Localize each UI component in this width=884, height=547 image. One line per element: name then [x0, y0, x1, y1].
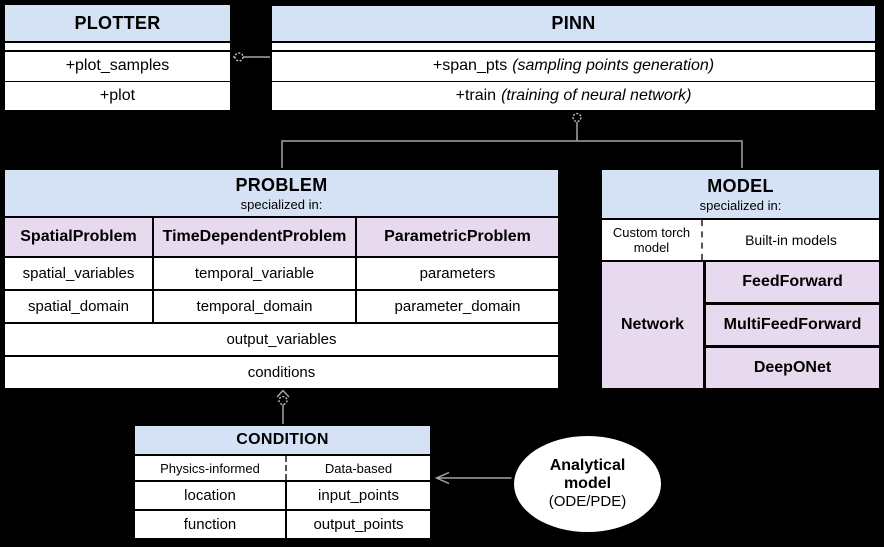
connection-point-icon — [234, 52, 244, 62]
attr-output-variables: output_variables — [5, 322, 558, 355]
model-implementations-grid: Network FeedForward MultiFeedForward Dee… — [602, 260, 879, 388]
analytical-line-3: (ODE/PDE) — [548, 493, 627, 510]
pinn-method-span-pts: +span_pts (sampling points generation) — [272, 52, 875, 81]
method-name: +span_pts — [432, 57, 508, 75]
condition-row-2: function output_points — [135, 509, 430, 538]
attr-input-points: input_points — [285, 482, 430, 509]
model-kind-row: Custom torch model Built-in models — [602, 218, 879, 260]
plotter-attributes-compartment — [5, 41, 230, 52]
analytical-line-1: Analytical — [549, 457, 626, 475]
method-name: +train — [455, 86, 497, 104]
condition-physics-informed-label: Physics-informed — [160, 460, 260, 476]
subclass-parametric-problem: ParametricProblem — [355, 218, 558, 256]
problem-header: PROBLEM specialized in: — [5, 170, 558, 216]
problem-title: PROBLEM — [235, 174, 328, 195]
attr-conditions: conditions — [5, 355, 558, 388]
condition-data-based-label: Data-based — [285, 456, 430, 480]
plotter-title: PLOTTER — [5, 5, 230, 41]
pinn-title: PINN — [272, 6, 875, 41]
model-custom-torch-label: Custom torch model — [612, 225, 691, 255]
problem-domains-row: spatial_domain temporal_domain parameter… — [5, 289, 558, 322]
attr-location: location — [184, 487, 236, 504]
attr-parameter-domain: parameter_domain — [355, 291, 558, 322]
condition-kind-row: Physics-informed Data-based — [135, 454, 430, 480]
condition-class-box: CONDITION Physics-informed Data-based lo… — [133, 424, 432, 540]
model-header: MODEL specialized in: — [602, 170, 879, 218]
model-network-cell: Network — [620, 316, 685, 333]
plotter-class-box: PLOTTER +plot_samples +plot — [3, 3, 232, 112]
analytical-model-ellipse: Analytical model (ODE/PDE) — [511, 433, 664, 535]
model-built-in-label: Built-in models — [701, 220, 879, 260]
analytical-line-2: model — [563, 475, 612, 493]
method-note: (sampling points generation) — [512, 57, 715, 75]
plotter-method-plot: +plot — [5, 80, 230, 111]
open-arrowhead-icon — [276, 389, 290, 398]
attr-temporal-domain: temporal_domain — [152, 291, 355, 322]
model-deeponet-cell: DeepONet — [703, 345, 879, 388]
pinn-method-train: +train (training of neural network) — [272, 80, 875, 111]
method-note: (training of neural network) — [501, 86, 692, 104]
subclass-spatial-problem: SpatialProblem — [5, 218, 152, 256]
pinn-attributes-compartment — [272, 41, 875, 52]
open-arrowhead-icon — [434, 471, 450, 485]
problem-class-box: PROBLEM specialized in: SpatialProblem T… — [3, 168, 560, 390]
condition-title: CONDITION — [135, 426, 430, 454]
attr-function: function — [183, 516, 237, 533]
attr-parameters: parameters — [355, 258, 558, 289]
pinn-problem-model-connector — [281, 140, 743, 168]
plotter-method-plot-samples: +plot_samples — [65, 57, 170, 75]
model-class-box: MODEL specialized in: Custom torch model… — [600, 168, 881, 390]
pinn-class-box: PINN +span_pts (sampling points generati… — [270, 4, 877, 112]
attr-output-points: output_points — [285, 511, 430, 538]
model-feedforward-cell: FeedForward — [703, 262, 879, 302]
attr-spatial-domain: spatial_domain — [28, 298, 129, 315]
connection-point-icon — [572, 112, 582, 123]
condition-row-1: location input_points — [135, 480, 430, 509]
attr-spatial-variables: spatial_variables — [22, 265, 135, 282]
subclass-time-dependent-problem: TimeDependentProblem — [152, 218, 355, 256]
attr-temporal-variable: temporal_variable — [152, 258, 355, 289]
model-multifeedforward-cell: MultiFeedForward — [703, 302, 879, 345]
model-title: MODEL — [707, 175, 774, 196]
problem-subclass-header-row: SpatialProblem TimeDependentProblem Para… — [5, 216, 558, 256]
connection-point-icon — [278, 395, 288, 406]
problem-variables-row: spatial_variables temporal_variable para… — [5, 256, 558, 289]
model-subtitle: specialized in: — [699, 197, 782, 213]
problem-subtitle: specialized in: — [240, 196, 323, 212]
